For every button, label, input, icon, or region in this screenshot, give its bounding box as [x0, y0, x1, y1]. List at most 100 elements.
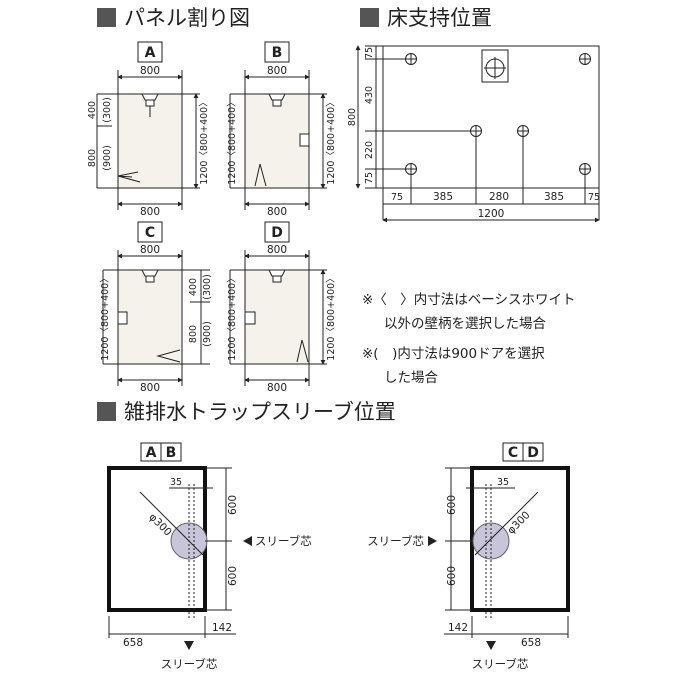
dim-bottom-600: 600	[227, 566, 239, 586]
dim-bottom-width: 800	[267, 382, 287, 394]
handrail-icon	[296, 339, 309, 363]
label-d: D	[527, 445, 539, 461]
heading-square-icon	[360, 8, 379, 27]
faucet-icon	[268, 93, 286, 107]
dim-height-800: 800	[347, 108, 358, 126]
panel-d: D 800 1200〈800+400〉 800 1200〈800+400〉	[227, 221, 337, 394]
note-line: ※( )内寸法は900ドアを選択	[362, 346, 545, 362]
dim-1200: 1200〈800+400〉	[199, 97, 210, 184]
dim-1200: 1200〈800+400〉	[227, 273, 238, 360]
heading-square-icon	[97, 402, 116, 421]
dim-bottom-width: 800	[267, 206, 287, 218]
sleeve-label-bottom: スリーブ芯	[472, 657, 529, 671]
sleeve-label-bottom: スリーブ芯	[161, 657, 218, 671]
dim-bottom-75b: 75	[588, 192, 600, 203]
panel-body	[244, 269, 310, 365]
panel-label-box	[264, 41, 290, 63]
heading-text: 雑排水トラップスリーブ位置	[124, 400, 396, 424]
heading-text: 床支持位置	[387, 6, 492, 30]
dim-left-75: 75	[364, 47, 375, 59]
dim-top: 400	[188, 278, 199, 296]
panel-label-box	[137, 221, 163, 243]
shelf-icon	[299, 133, 310, 147]
dim-top-alt: (300)	[202, 274, 213, 300]
support-point	[470, 125, 482, 137]
dim-total-1200: 1200	[478, 208, 505, 220]
dim-bottom-75: 75	[391, 192, 403, 203]
faucet-icon	[141, 93, 159, 107]
dim-top-alt: (300)	[102, 97, 113, 123]
panel-c: C 800 1200〈800+400〉 400 (300) 800 (900) …	[100, 221, 213, 394]
heading-square-icon	[97, 8, 116, 27]
panel-label: B	[272, 45, 283, 61]
dim-bottom-alt: (900)	[202, 321, 213, 347]
panel-body	[117, 269, 183, 365]
dim-bottom: 800	[188, 325, 199, 343]
dim-top-600: 600	[227, 495, 239, 515]
floor-support-plan: 75 430 220 75 800 75 385 280 385 75 1200	[347, 45, 600, 223]
panel-label: D	[271, 225, 283, 241]
dim-1200-right: 1200〈800+400〉	[326, 97, 337, 184]
diameter-leader	[139, 491, 204, 556]
panel-label: C	[145, 225, 155, 241]
panel-label-box	[264, 221, 290, 243]
dim-bottom-width: 800	[140, 382, 160, 394]
label-box	[160, 442, 182, 462]
heading-panel-split: パネル割り図	[97, 6, 250, 30]
sleeve-diagram-cd: C D φ300 35 600 600 スリーブ芯 142 658 スリーブ芯	[367, 442, 570, 671]
arrow-icon	[428, 536, 437, 546]
support-point	[579, 163, 591, 175]
dim-bottom-385b: 385	[544, 191, 564, 203]
dim-top: 400	[87, 101, 98, 119]
shelf-icon	[244, 311, 256, 325]
sleeve-label-side: スリーブ芯	[367, 534, 424, 548]
dim-1200-right: 1200〈800+400〉	[326, 273, 337, 360]
support-point	[405, 53, 417, 65]
dim-bottom: 800	[87, 149, 98, 167]
dim-width: 800	[140, 244, 160, 256]
dim-top-600: 600	[446, 495, 458, 515]
dim-right-658: 658	[521, 637, 541, 649]
dim-width: 800	[267, 244, 287, 256]
label-b: B	[166, 445, 177, 461]
faucet-icon	[141, 269, 159, 283]
dim-bottom-280: 280	[489, 191, 509, 203]
label-a: A	[146, 445, 157, 461]
handrail-icon	[117, 171, 141, 183]
dim-left-430: 430	[364, 86, 375, 104]
arrow-icon	[243, 536, 252, 546]
panel-body	[244, 93, 310, 189]
dim-1200: 1200〈800+400〉	[100, 273, 111, 360]
dim-right-142: 142	[212, 622, 232, 634]
dim-left-658: 658	[123, 637, 143, 649]
dim-bottom-width: 800	[140, 206, 160, 218]
dim-width: 800	[267, 65, 287, 77]
dim-bottom-600: 600	[446, 566, 458, 586]
panel-a: A 800 400 (300) 800 (900) 800	[87, 41, 183, 218]
dim-35: 35	[497, 477, 509, 488]
arrow-icon	[184, 641, 194, 650]
handrail-icon	[156, 349, 181, 363]
support-point	[579, 53, 591, 65]
dim-35: 35	[170, 477, 182, 488]
sleeve-label-side: スリーブ芯	[255, 534, 312, 548]
sleeve-diagram-ab: A B φ300 35 600 600 スリーブ芯 658 142 スリーブ芯	[107, 442, 312, 671]
dim-left-142: 142	[448, 622, 468, 634]
dim-bottom-385: 385	[433, 191, 453, 203]
heading-text: パネル割り図	[124, 6, 250, 30]
faucet-icon	[268, 269, 286, 283]
drain-icon	[481, 49, 509, 83]
arrow-icon	[486, 641, 496, 650]
support-point	[405, 163, 417, 175]
dim-1200: 1200〈800+400〉	[227, 97, 238, 184]
dim-left-75b: 75	[364, 172, 375, 184]
handrail-icon	[254, 163, 267, 187]
panel-label-box	[137, 41, 163, 63]
support-point	[517, 125, 529, 137]
heading-floor-support: 床支持位置	[360, 6, 492, 30]
shelf-icon	[117, 311, 128, 325]
panel-b: B 800 1200〈800+400〉 800 1200〈800+400〉	[227, 41, 337, 218]
dim-ab-height: 1200〈800+400〉	[182, 93, 210, 189]
dim-left-220: 220	[364, 141, 375, 159]
label-box	[522, 442, 544, 462]
